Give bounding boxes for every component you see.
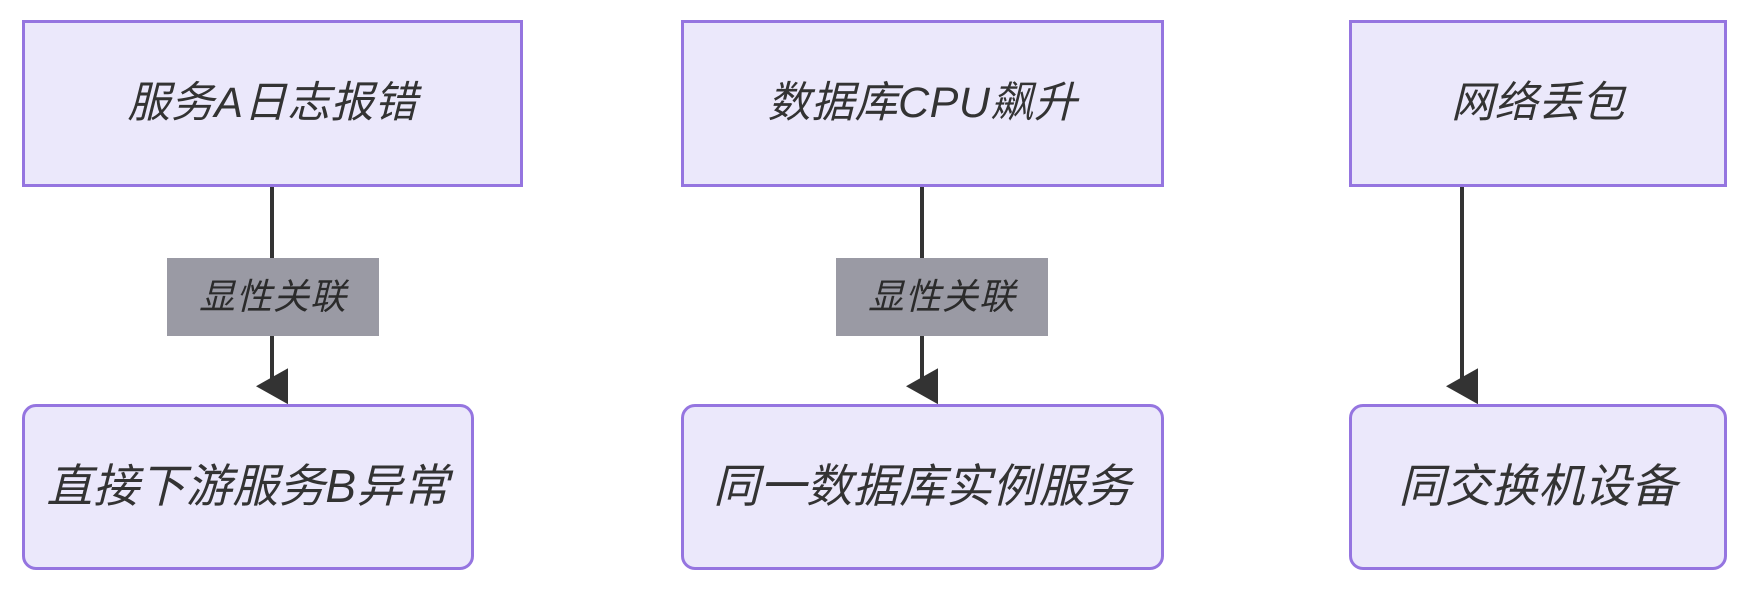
edge-label-col2: 显性关联 xyxy=(836,258,1048,336)
node-downstream-service-b-abnormal[interactable]: 直接下游服务B异常 xyxy=(22,404,474,570)
node-same-database-instance-service[interactable]: 同一数据库实例服务 xyxy=(681,404,1164,570)
node-database-cpu-spike[interactable]: 数据库CPU飙升 xyxy=(681,20,1164,187)
node-same-switch-device[interactable]: 同交换机设备 xyxy=(1349,404,1727,570)
node-label: 同一数据库实例服务 xyxy=(713,460,1132,513)
node-label: 网络丢包 xyxy=(1451,78,1625,127)
edge-label-text: 显性关联 xyxy=(867,276,1016,317)
node-label: 服务A日志报错 xyxy=(127,78,418,127)
node-label: 直接下游服务B异常 xyxy=(46,460,450,513)
node-service-a-log-error[interactable]: 服务A日志报错 xyxy=(22,20,523,187)
node-label: 数据库CPU飙升 xyxy=(767,78,1078,127)
edge-label-col1: 显性关联 xyxy=(167,258,379,336)
node-label: 同交换机设备 xyxy=(1398,460,1678,513)
node-network-packet-loss[interactable]: 网络丢包 xyxy=(1349,20,1727,187)
edge-label-text: 显性关联 xyxy=(198,276,347,317)
